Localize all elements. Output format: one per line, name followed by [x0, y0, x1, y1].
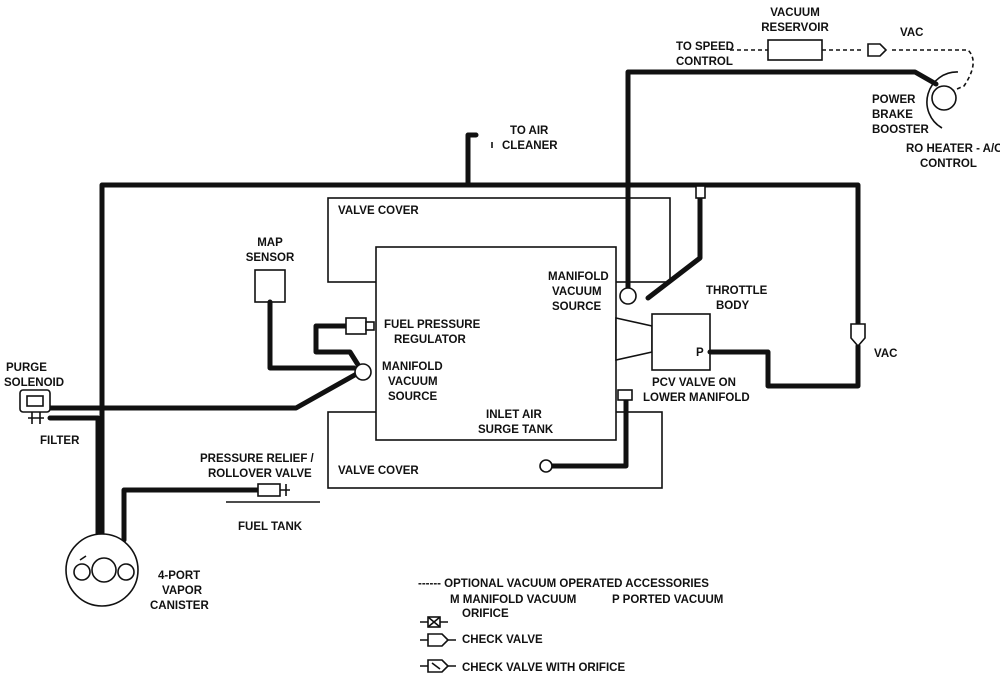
check-valve-top-icon	[867, 43, 888, 57]
manifold-vacuum-left-label-1: MANIFOLD	[382, 361, 443, 373]
throttle-neck	[615, 317, 653, 361]
pcv-valve-label-2: LOWER MANIFOLD	[643, 392, 750, 404]
throttle-body-label-1: THROTTLE	[706, 285, 768, 297]
fuel-pressure-regulator-icon	[345, 317, 375, 335]
vapor-canister-label-2: VAPOR	[162, 585, 203, 597]
legend: ------ OPTIONAL VACUUM OPERATED ACCESSOR…	[418, 578, 723, 674]
inlet-air-label-2: SURGE TANK	[478, 424, 554, 436]
vacuum-reservoir-label-2: RESERVOIR	[761, 22, 829, 34]
vacuum-reservoir	[767, 39, 823, 61]
legend-ported-vacuum: P PORTED VACUUM	[612, 594, 723, 606]
legend-manifold-vacuum: M MANIFOLD VACUUM	[450, 594, 576, 606]
fuel-tank-label: FUEL TANK	[238, 521, 303, 533]
legend-check-valve: CHECK VALVE	[462, 634, 543, 646]
vac-right-label: VAC	[874, 348, 897, 360]
to-air-cleaner-label-2: CLEANER	[502, 140, 558, 152]
power-brake-booster-label-3: BOOSTER	[872, 124, 930, 136]
throttle-body-label-2: BODY	[716, 300, 750, 312]
manifold-vacuum-right-label-2: VACUUM	[552, 286, 602, 298]
vacuum-hoses	[47, 69, 939, 543]
inlet-air-surge-tank	[375, 246, 617, 441]
dashed-line-heater	[892, 49, 974, 93]
map-sensor-label-2: SENSOR	[246, 252, 295, 264]
pressure-relief-label-2: ROLLOVER VALVE	[208, 468, 312, 480]
pcv-valve-label-1: PCV VALVE ON	[652, 377, 736, 389]
ro-heater-label-1: RO HEATER - A/C	[906, 143, 1000, 155]
pressure-relief-label-1: PRESSURE RELIEF /	[200, 453, 315, 465]
legend-orifice: ORIFICE	[462, 608, 509, 620]
to-speed-control-label-1: TO SPEED	[676, 41, 734, 53]
legend-orifice-icon	[420, 616, 448, 628]
fuel-pressure-regulator-label-1: FUEL PRESSURE	[384, 319, 481, 331]
manifold-vacuum-right-label-3: SOURCE	[552, 301, 602, 313]
legend-check-valve-icon	[420, 633, 456, 647]
purge-solenoid-icon	[19, 389, 51, 424]
valve-cover-bottom-label: VALVE COVER	[338, 465, 419, 477]
inlet-air-label-1: INLET AIR	[486, 409, 542, 421]
pcv-elbow	[617, 389, 633, 401]
map-sensor-label-1: MAP	[257, 237, 283, 249]
manifold-vacuum-left-label-3: SOURCE	[388, 391, 438, 403]
purge-solenoid-label-1: PURGE	[6, 362, 47, 374]
ro-heater-label-2: CONTROL	[920, 158, 977, 170]
vacuum-reservoir-label-1: VACUUM	[770, 7, 820, 19]
manifold-vacuum-fitting-right	[619, 287, 637, 305]
to-air-cleaner-label-1: TO AIR	[510, 125, 549, 137]
valve-cover-top-label: VALVE COVER	[338, 205, 419, 217]
vapor-canister-label-1: 4-PORT	[158, 570, 200, 582]
p-marker-label: P	[696, 347, 704, 359]
brake-booster-icon	[926, 71, 959, 129]
legend-check-valve-orifice: CHECK VALVE WITH ORIFICE	[462, 662, 625, 674]
legend-optional: ------ OPTIONAL VACUUM OPERATED ACCESSOR…	[418, 578, 709, 590]
orifice-fitting-icon	[695, 185, 706, 199]
check-valve-orifice-icon	[850, 323, 866, 348]
vapor-canister-label-3: CANISTER	[150, 600, 209, 612]
map-sensor	[254, 269, 286, 303]
valve-cover-port	[539, 459, 553, 473]
power-brake-booster-label-2: BRAKE	[872, 109, 913, 121]
to-speed-control-label-2: CONTROL	[676, 56, 733, 68]
throttle-body	[651, 313, 711, 371]
legend-check-valve-orifice-icon	[420, 659, 456, 673]
vac-top-label: VAC	[900, 27, 923, 39]
fuel-pressure-regulator-label-2: REGULATOR	[394, 334, 466, 346]
rollover-valve-icon	[226, 483, 320, 503]
power-brake-booster-label-1: POWER	[872, 94, 916, 106]
vapor-canister-icon	[65, 533, 139, 607]
filter-label: FILTER	[40, 435, 80, 447]
manifold-vacuum-fitting-left	[354, 363, 372, 381]
manifold-vacuum-left-label-2: VACUUM	[388, 376, 438, 388]
purge-solenoid-label-2: SOLENOID	[4, 377, 64, 389]
manifold-vacuum-right-label-1: MANIFOLD	[548, 271, 609, 283]
